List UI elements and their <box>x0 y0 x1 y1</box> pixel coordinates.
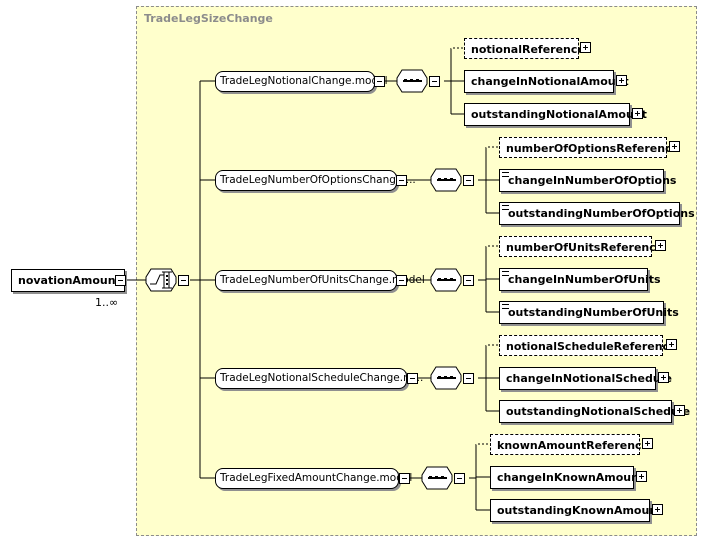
collapse-icon[interactable] <box>463 373 474 384</box>
element-label: outstandingNumberOfUnits <box>508 306 679 319</box>
element-notional-reference[interactable]: notionalReference <box>464 38 585 59</box>
model-trade-leg-notional-change[interactable]: TradeLegNotionalChange.model <box>215 71 388 92</box>
element-known-amount-reference[interactable]: knownAmountReference <box>490 434 649 455</box>
element-label: changeInKnownAmount <box>497 471 645 484</box>
expand-icon[interactable] <box>655 240 666 251</box>
model-trade-leg-fixed-amount-change[interactable]: TradeLegFixedAmountChange.model <box>215 468 412 489</box>
element-change-in-notional-amount[interactable]: changeInNotionalAmount <box>464 70 629 93</box>
element-outstanding-known-amount[interactable]: outstandingKnownAmount <box>490 499 662 522</box>
collapse-icon[interactable] <box>115 275 126 286</box>
element-outstanding-notional-schedule[interactable]: outstandingNotionalSchedule <box>499 400 690 423</box>
group-title: TradeLegSizeChange <box>144 12 273 25</box>
model-trade-leg-number-of-options-change[interactable]: TradeLegNumberOfOptionsChange.... <box>215 170 416 191</box>
expand-icon[interactable] <box>666 339 677 350</box>
choice-compositor <box>145 268 177 292</box>
model-trade-leg-notional-schedule-change[interactable]: TradeLegNotionalScheduleChange.m... <box>215 368 423 389</box>
model-label: TradeLegNotionalScheduleChange.m... <box>220 372 424 384</box>
element-label: numberOfUnitsReference <box>506 241 664 254</box>
root-label: novationAmount <box>18 274 121 287</box>
expand-icon[interactable] <box>669 141 680 152</box>
element-label: outstandingNotionalAmount <box>471 108 647 121</box>
collapse-icon[interactable] <box>429 76 440 87</box>
element-outstanding-number-of-units[interactable]: outstandingNumberOfUnits <box>499 301 679 324</box>
element-label: outstandingNotionalSchedule <box>506 405 691 418</box>
element-label: outstandingKnownAmount <box>497 504 663 517</box>
root-element-novation-amount[interactable]: novationAmount <box>11 269 125 292</box>
collapse-icon[interactable] <box>399 473 410 484</box>
expand-icon[interactable] <box>642 438 653 449</box>
model-trade-leg-number-of-units-change[interactable]: TradeLegNumberOfUnitsChange.model <box>215 270 425 291</box>
expand-icon[interactable] <box>580 42 591 53</box>
expand-icon[interactable] <box>658 372 669 383</box>
element-label: notionalReference <box>471 43 585 56</box>
collapse-icon[interactable] <box>463 175 474 186</box>
expand-icon[interactable] <box>636 471 647 482</box>
element-label: changeInNotionalAmount <box>471 75 629 88</box>
element-change-in-notional-schedule[interactable]: changeInNotionalSchedule <box>499 367 672 390</box>
expand-icon[interactable] <box>674 405 685 416</box>
model-label: TradeLegNotionalChange.model <box>220 75 388 87</box>
element-label: changeInNumberOfUnits <box>508 273 661 286</box>
element-label: knownAmountReference <box>497 439 650 452</box>
model-label: TradeLegFixedAmountChange.model <box>220 472 413 484</box>
element-label: changeInNumberOfOptions <box>508 174 677 187</box>
element-change-in-known-amount[interactable]: changeInKnownAmount <box>490 466 644 489</box>
model-label: TradeLegNumberOfOptionsChange.... <box>220 174 416 186</box>
element-label: notionalScheduleReference <box>506 340 677 353</box>
collapse-icon[interactable] <box>396 275 407 286</box>
collapse-icon[interactable] <box>396 175 407 186</box>
element-label: outstandingNumberOfOptions <box>508 207 695 220</box>
expand-icon[interactable] <box>632 108 643 119</box>
collapse-icon[interactable] <box>454 473 465 484</box>
model-label: TradeLegNumberOfUnitsChange.model <box>220 274 425 286</box>
element-outstanding-number-of-options[interactable]: outstandingNumberOfOptions <box>499 202 695 225</box>
collapse-icon[interactable] <box>407 373 418 384</box>
element-label: changeInNotionalSchedule <box>506 372 672 385</box>
element-change-in-number-of-options[interactable]: changeInNumberOfOptions <box>499 169 676 192</box>
element-change-in-number-of-units[interactable]: changeInNumberOfUnits <box>499 268 661 291</box>
element-number-of-units-reference[interactable]: numberOfUnitsReference <box>499 236 663 257</box>
root-multiplicity: 1..∞ <box>95 296 119 309</box>
collapse-icon[interactable] <box>374 76 385 87</box>
expand-icon[interactable] <box>616 75 627 86</box>
expand-icon[interactable] <box>652 504 663 515</box>
element-number-of-options-reference[interactable]: numberOfOptionsReference <box>499 137 679 158</box>
element-notional-schedule-reference[interactable]: notionalScheduleReference <box>499 335 677 356</box>
element-label: numberOfOptionsReference <box>506 142 680 155</box>
element-outstanding-notional-amount[interactable]: outstandingNotionalAmount <box>464 103 647 126</box>
collapse-icon[interactable] <box>463 275 474 286</box>
collapse-icon[interactable] <box>178 275 189 286</box>
